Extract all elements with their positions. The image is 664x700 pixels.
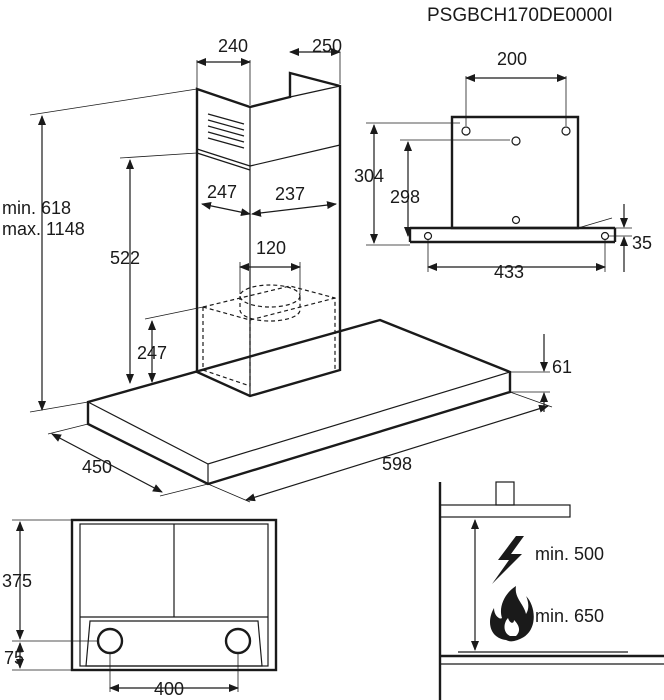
dim-outlet-height: 247 [137,343,167,363]
dim-top-depth: 375 [2,571,32,591]
dim-inner-depth: 247 [207,182,237,202]
clearance-gas: min. 650 [535,606,604,626]
dim-chimney-depth: 240 [218,36,248,56]
product-code: PSGBCH170DE0000I [427,5,613,26]
clearance-view: min. 500 min. 650 [438,481,664,700]
light-left [96,627,124,655]
canopy-front-edge [87,371,511,465]
light-right [224,627,252,655]
dim-canopy-depth: 450 [82,457,112,477]
dim-bracket-height-b: 298 [390,187,420,207]
lightning-icon [492,536,524,584]
bracket-view: 200 304 298 35 433 [354,49,652,282]
dim-canopy-width: 598 [382,454,412,474]
dim-outlet-diameter: 120 [256,238,286,258]
dim-inner-width: 237 [275,184,305,204]
dim-light-offset: 75 [4,648,24,668]
dim-light-spacing: 400 [154,679,184,699]
dim-bracket-width: 433 [494,262,524,282]
dim-bracket-spacing: 200 [497,49,527,69]
dim-canopy-thickness: 61 [552,357,572,377]
main-perspective-view: 240 250 min. 618 max. 1148 522 247 237 1… [2,36,572,503]
clearance-electric: min. 500 [535,544,604,564]
dim-height-max: max. 1148 [2,219,85,239]
dim-bracket-offset: 35 [632,233,652,253]
chimney-outline [195,71,342,398]
top-view: 375 75 400 [2,518,278,699]
flame-icon [490,586,534,642]
vent-slots [207,113,245,149]
dim-lower-chimney: 522 [110,248,140,268]
dim-bracket-height-a: 304 [354,166,384,186]
duct-box [202,284,336,387]
dim-height-min: min. 618 [2,198,71,218]
dim-chimney-width: 250 [312,36,342,56]
